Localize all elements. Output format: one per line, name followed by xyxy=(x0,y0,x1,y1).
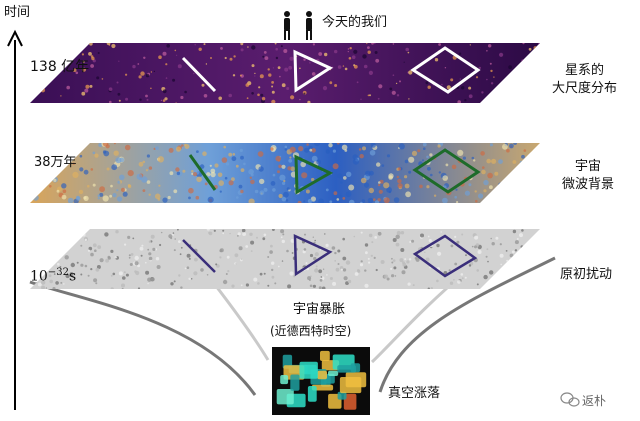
cmb-label: 宇宙 微波背景 xyxy=(562,158,614,194)
time-label-inflation: 10−32s xyxy=(30,264,76,286)
galaxies-label: 星系的 大尺度分布 xyxy=(552,62,617,98)
vacuum-fluctuation-inset xyxy=(272,347,370,415)
watermark: 返朴 xyxy=(582,394,607,408)
people-icon xyxy=(284,11,312,40)
time-base: 10 xyxy=(30,268,48,285)
time-exponent: −32 xyxy=(47,267,69,278)
light-cone-left xyxy=(29,280,257,396)
perturbation-layer xyxy=(30,229,540,289)
time-label-today: 138 亿年 xyxy=(30,59,90,75)
light-cone-right xyxy=(378,256,556,393)
time-label-cmb: 38万年 xyxy=(34,155,77,170)
time-unit: s xyxy=(68,268,77,285)
cmb-layer xyxy=(30,143,540,203)
today-caption: 今天的我们 xyxy=(322,15,388,30)
perturbation-label: 原初扰动 xyxy=(560,267,613,282)
inflation-title: 宇宙暴胀 xyxy=(293,302,346,317)
up-arrow-icon xyxy=(7,29,23,47)
vacuum-fluctuation-label: 真空涨落 xyxy=(388,386,441,401)
cmb-label-line1: 宇宙 xyxy=(575,159,602,174)
wechat-icon xyxy=(560,392,580,407)
inflation-subtitle: (近德西特时空) xyxy=(270,324,352,338)
time-axis-label: 时间 xyxy=(4,5,31,20)
galaxies-label-line1: 星系的 xyxy=(565,63,605,78)
galaxies-layer xyxy=(30,43,540,103)
galaxies-label-line2: 大尺度分布 xyxy=(552,81,618,96)
cmb-label-line2: 微波背景 xyxy=(562,177,615,192)
